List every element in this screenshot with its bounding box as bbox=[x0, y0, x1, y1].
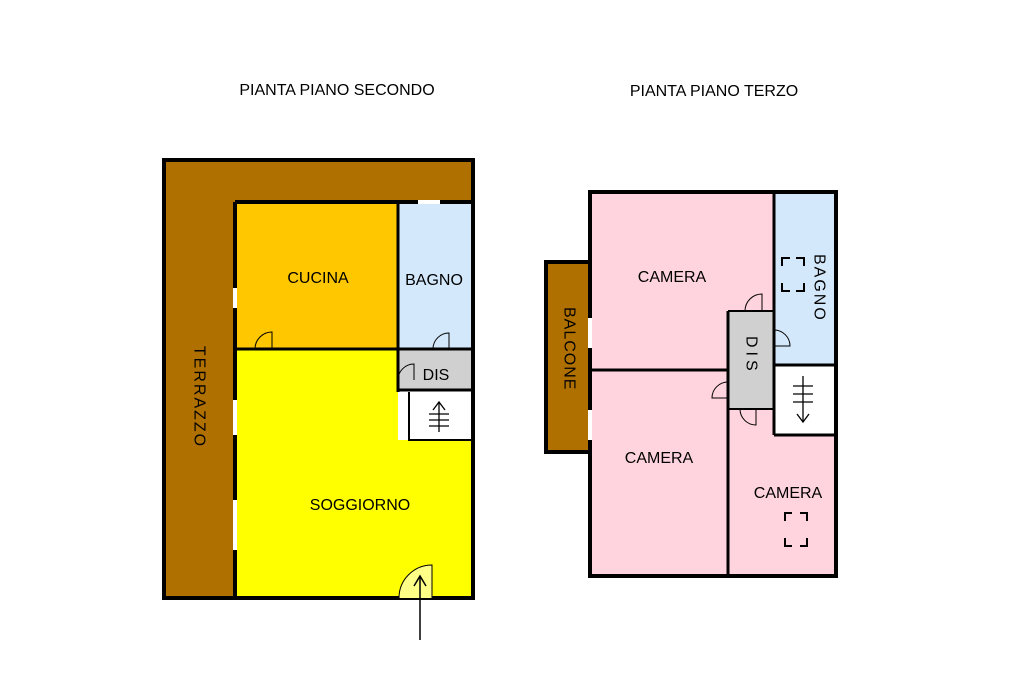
camera-right-room bbox=[728, 409, 836, 576]
soggiorno-room bbox=[235, 349, 471, 598]
dis-area bbox=[398, 349, 471, 390]
camera-left-label: CAMERA bbox=[625, 450, 694, 467]
third-floor-doors bbox=[711, 293, 791, 426]
dis-area-third bbox=[728, 311, 774, 409]
stair-up-icon bbox=[429, 400, 449, 432]
bagno-room-third bbox=[774, 192, 836, 365]
dis-label: DIS bbox=[423, 367, 450, 384]
third-floor-plan: CAMERA BAGNO BALCONE DIS CAMERA CAMERA bbox=[544, 190, 838, 578]
bagno-label-third: BAGNO bbox=[811, 254, 828, 322]
third-floor-windows bbox=[588, 318, 592, 440]
bagno-room bbox=[398, 202, 471, 349]
terrazzo-label: TERRAZZO bbox=[191, 346, 208, 448]
balcone-area bbox=[546, 262, 590, 452]
shower-marker-icon bbox=[781, 257, 805, 292]
soggiorno-label: SOGGIORNO bbox=[310, 497, 410, 514]
dis-label-third: DIS bbox=[743, 336, 760, 375]
second-floor-plan: TERRAZZO CUCINA BAGNO DIS SOGGIORNO bbox=[162, 158, 475, 640]
closet-marker-icon bbox=[784, 512, 808, 547]
second-floor-windows bbox=[233, 200, 440, 550]
balcone-label: BALCONE bbox=[561, 307, 578, 390]
second-floor-doors bbox=[254, 331, 450, 599]
terrazzo-area bbox=[164, 160, 473, 598]
entry-arrow-icon bbox=[413, 574, 427, 640]
stair-down-icon bbox=[793, 376, 813, 424]
bagno-label: BAGNO bbox=[405, 272, 463, 289]
third-floor-title: PIANTA PIANO TERZO bbox=[630, 83, 798, 100]
camera-right-label: CAMERA bbox=[754, 485, 823, 502]
camera-left-room bbox=[590, 370, 728, 576]
second-floor-title: PIANTA PIANO SECONDO bbox=[239, 82, 434, 99]
third-floor-walls bbox=[544, 190, 838, 578]
camera-top-label: CAMERA bbox=[638, 269, 707, 286]
cucina-label: CUCINA bbox=[287, 270, 349, 287]
stair-box-third bbox=[774, 367, 834, 435]
cucina-room bbox=[235, 202, 398, 349]
